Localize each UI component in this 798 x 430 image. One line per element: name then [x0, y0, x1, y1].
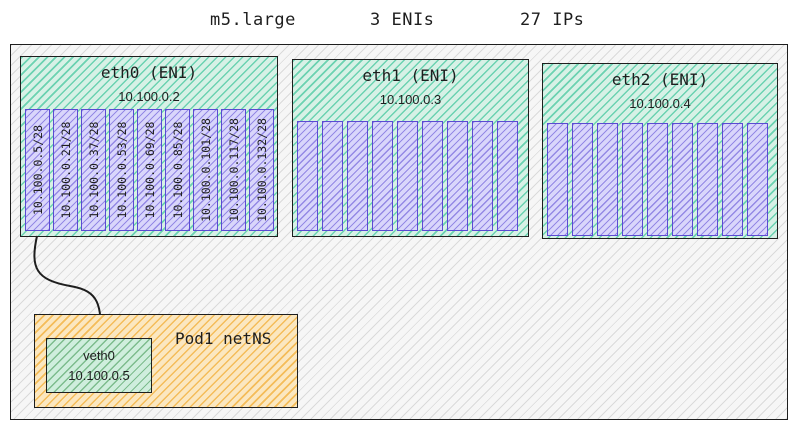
- veth0-ip: 10.100.0.5: [68, 368, 130, 383]
- prefix-slot: [622, 123, 643, 236]
- prefix-slot: 10.100.0.69/28: [137, 109, 162, 231]
- eni-eth2-ip: 10.100.0.4: [629, 96, 691, 111]
- pod-netns-title: Pod1 netNS: [175, 329, 272, 348]
- prefix-slot: 10.100.0.117/28: [221, 109, 246, 231]
- ip-count-label: 27 IPs: [520, 10, 585, 30]
- eni-eth0-title: eth0 (ENI): [100, 63, 198, 82]
- prefix-slot: [472, 121, 493, 231]
- eni-eth1-prefix-slots: [297, 121, 518, 231]
- eni-eth1-ip: 10.100.0.3: [379, 92, 442, 107]
- eni-count-label: 3 ENIs: [370, 10, 435, 30]
- prefix-slot: [722, 123, 743, 236]
- prefix-slot: 10.100.0.53/28: [109, 109, 134, 231]
- prefix-slot: 10.100.0.21/28: [53, 109, 78, 231]
- prefix-slot: 10.100.0.85/28: [165, 109, 190, 231]
- prefix-slot: [547, 123, 568, 236]
- prefix-slot: [422, 121, 443, 231]
- eni-eth0-ip: 10.100.0.2: [118, 89, 180, 104]
- prefix-slot: [697, 123, 718, 236]
- prefix-slot: 10.100.0.132/28: [249, 109, 274, 231]
- prefix-slot: [397, 121, 418, 231]
- eni-eth2-title: eth2 (ENI): [611, 70, 709, 89]
- veth0-box: veth0 10.100.0.5: [46, 338, 152, 393]
- prefix-slot: [372, 121, 393, 231]
- eni-eth2-prefix-slots: [547, 123, 768, 236]
- veth0-name: veth0: [83, 348, 115, 363]
- prefix-slot: [297, 121, 318, 231]
- prefix-slot: [447, 121, 468, 231]
- prefix-slot: [597, 123, 618, 236]
- prefix-slot: [322, 121, 343, 231]
- prefix-slot: [347, 121, 368, 231]
- instance-type-label: m5.large: [210, 10, 296, 30]
- eni-eth2-box: eth2 (ENI) 10.100.0.4: [542, 63, 778, 239]
- prefix-slot: [497, 121, 518, 231]
- prefix-slot: 10.100.0.37/28: [81, 109, 106, 231]
- prefix-slot: [747, 123, 768, 236]
- eni-eth1-title: eth1 (ENI): [362, 66, 459, 85]
- prefix-slot: [572, 123, 593, 236]
- prefix-slot: 10.100.0.5/28: [25, 109, 50, 231]
- prefix-slot: [647, 123, 668, 236]
- eni-eth1-box: eth1 (ENI) 10.100.0.3: [292, 59, 529, 237]
- prefix-slot: 10.100.0.101/28: [193, 109, 218, 231]
- prefix-slot: [672, 123, 693, 236]
